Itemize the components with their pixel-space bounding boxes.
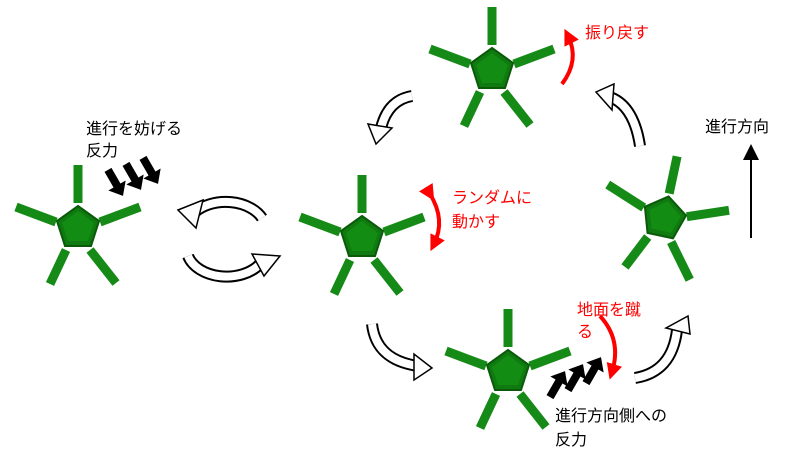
resisting-force-arrows — [104, 155, 161, 196]
resist-label-line2: 反力 — [86, 141, 119, 160]
swing-back-arrow — [560, 28, 579, 86]
random-label-line2: 動かす — [452, 212, 501, 231]
robot-advanced — [592, 143, 738, 285]
cycle-arrow-top-right — [594, 82, 646, 148]
robot-swing-back — [430, 7, 554, 126]
swing-back-label: 振り戻す — [585, 23, 650, 42]
kick-label-line2: る — [577, 322, 594, 341]
robot-random — [300, 175, 424, 294]
robot-resisting — [16, 165, 140, 284]
cycle-arrow-upper-left — [176, 195, 267, 230]
forward-label-line1: 進行方向側への — [555, 406, 668, 425]
cycle-arrow-bottom-right — [633, 314, 691, 384]
random-motion-arrow — [418, 182, 445, 252]
cycle-arrow-top-left — [366, 90, 414, 146]
random-label-line1: ランダムに — [452, 188, 533, 207]
robot-kicking — [446, 309, 570, 428]
cycle-arrow-lower-right — [182, 253, 282, 283]
kick-ground-arrow — [598, 314, 623, 380]
resist-label-line1: 進行を妨げる — [86, 119, 183, 138]
forward-label-line2: 反力 — [555, 430, 588, 449]
forward-force-arrows — [546, 357, 604, 400]
kick-label-line1: 地面を蹴 — [577, 300, 642, 319]
cycle-arrow-bottom-left — [366, 323, 434, 382]
direction-label: 進行方向 — [705, 117, 770, 136]
